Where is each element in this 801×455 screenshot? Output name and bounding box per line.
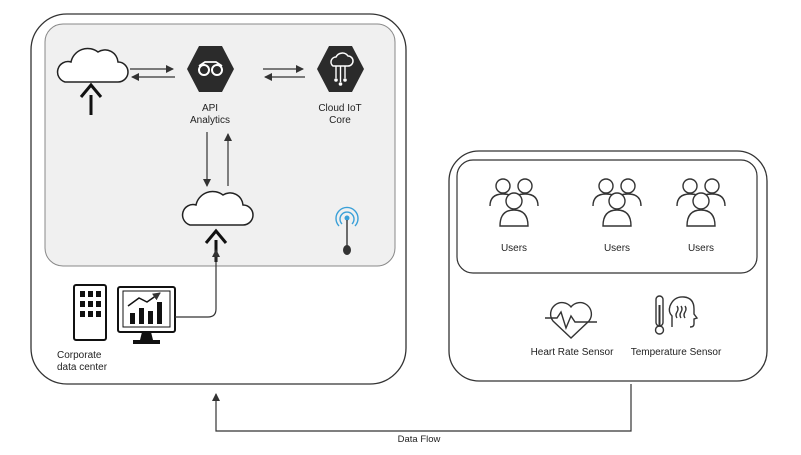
cloud-iot-core-label: Cloud IoT Core xyxy=(305,103,375,127)
corporate-data-center-label: Corporate data center xyxy=(57,350,127,374)
users-label: Users xyxy=(500,243,528,254)
iot-sensor-icon xyxy=(335,206,359,255)
corporate-data-center-line2: data center xyxy=(57,362,108,373)
heart-rate-sensor-label: Heart Rate Sensor xyxy=(530,347,614,358)
api-analytics-label-line1: API xyxy=(201,103,219,114)
upload-arrow-icon xyxy=(79,82,103,115)
data-flow-connector xyxy=(212,384,632,432)
cloud-icon xyxy=(181,190,254,226)
api-analytics-hexagon-icon xyxy=(187,46,234,92)
heart-pulse-icon xyxy=(545,301,597,339)
cloud-iot-core-label-line2: Core xyxy=(329,115,351,126)
cloud-upload-icon xyxy=(56,47,129,83)
api-analytics-label-line2: Analytics xyxy=(189,115,230,126)
user-group-icon xyxy=(676,178,726,227)
users-label: Users xyxy=(603,243,631,254)
google-cloud-panel xyxy=(44,23,396,267)
user-group-icon xyxy=(489,178,539,227)
corporate-data-center-line1: Corporate xyxy=(57,350,102,361)
user-group-icon xyxy=(592,178,642,227)
thermometer-face-icon xyxy=(654,295,699,335)
analytics-monitor-icon xyxy=(117,286,176,344)
server-building-icon xyxy=(73,284,107,341)
connector-datacenter-to-cloud xyxy=(175,249,220,318)
data-flow-label: Data Flow xyxy=(397,434,441,445)
users-label: Users xyxy=(687,243,715,254)
cloud-iot-core-label-line1: Cloud IoT xyxy=(318,103,362,114)
temperature-sensor-label: Temperature Sensor xyxy=(630,347,722,358)
cloud-iot-core-hexagon-icon xyxy=(317,46,364,92)
api-analytics-label: API Analytics xyxy=(180,103,240,127)
